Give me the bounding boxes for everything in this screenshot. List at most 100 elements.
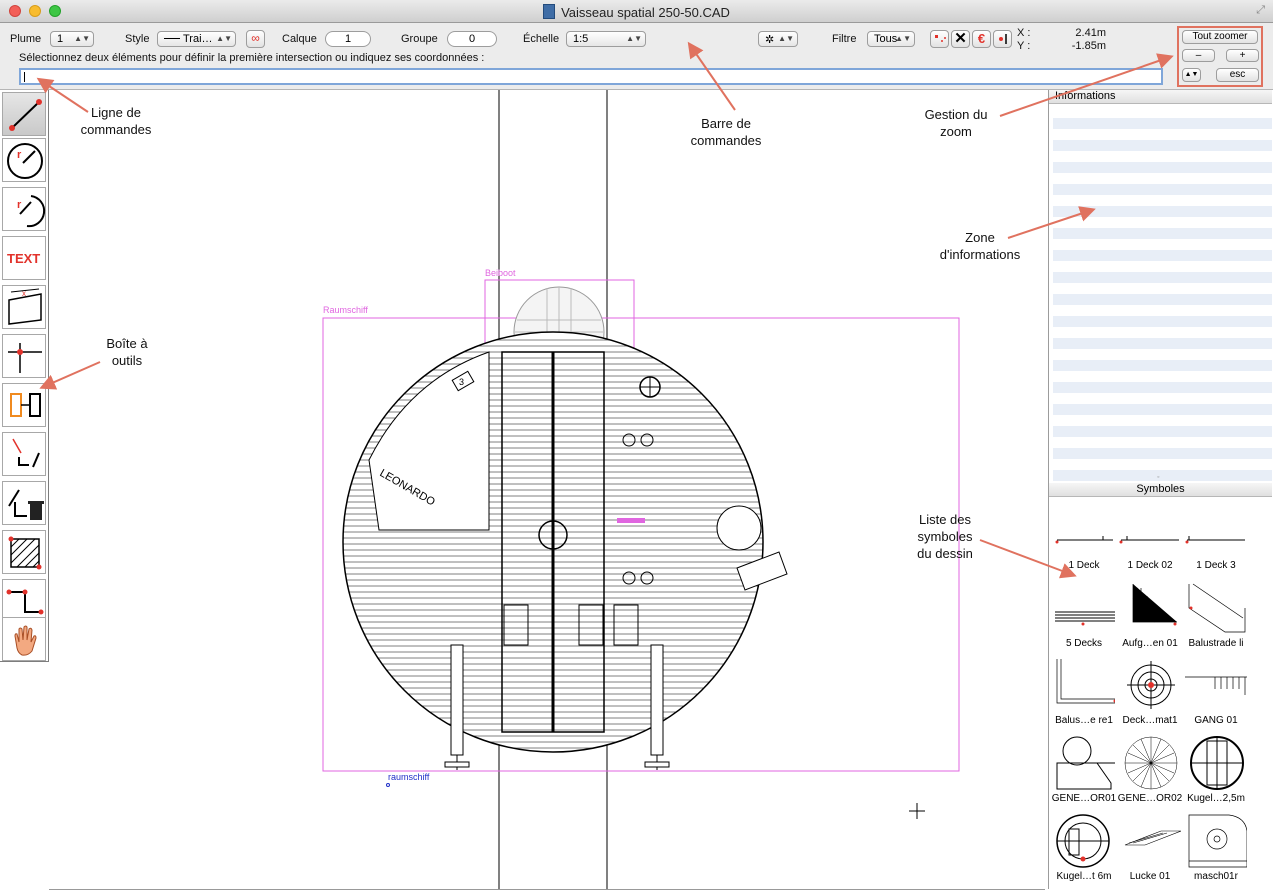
splitter-handle[interactable]: ◦ <box>1157 474 1160 481</box>
symbol-item[interactable]: Deck…mat1 <box>1119 655 1181 731</box>
symbol-item[interactable]: Kugel…t 6m <box>1053 811 1115 887</box>
arc-tool[interactable]: r <box>2 187 46 231</box>
info-row <box>1053 404 1272 415</box>
zoom-in-button[interactable]: + <box>1226 49 1259 62</box>
pen-value: 1 <box>57 33 64 45</box>
perpendicular-tool[interactable] <box>2 334 46 378</box>
symbol-label: Aufg…en 01 <box>1122 638 1178 649</box>
snap-intersection-button[interactable]: ✕ <box>951 30 970 48</box>
symbol-preview <box>1188 583 1246 633</box>
circle-tool[interactable]: r <box>2 138 46 182</box>
document-icon <box>543 4 556 19</box>
group-label: Groupe <box>401 33 438 45</box>
info-row <box>1053 228 1272 239</box>
scale-select[interactable]: 1:5▲▼ <box>566 31 646 47</box>
symbol-item[interactable]: Kugel…2,5m <box>1185 733 1247 809</box>
zoom-window-button[interactable] <box>49 5 61 17</box>
hatch-tool[interactable] <box>2 530 46 574</box>
style-select[interactable]: Trai…▲▼ <box>157 31 236 47</box>
dimension-tool[interactable]: x <box>2 285 46 329</box>
symbol-item[interactable]: 5 Decks <box>1053 578 1115 654</box>
minimize-window-button[interactable] <box>29 5 41 17</box>
zoom-escape-button[interactable]: esc <box>1216 68 1259 82</box>
text-tool-icon: TEXT <box>7 251 40 266</box>
symbol-preview <box>1124 830 1181 846</box>
style-value: Trai… <box>183 33 213 45</box>
line-tool[interactable] <box>2 92 46 136</box>
symbol-item[interactable]: masch01r <box>1185 811 1247 887</box>
x-coord-value: 2.41m <box>1075 27 1106 39</box>
symbol-item[interactable]: Balus…e re1 <box>1053 655 1115 731</box>
symbol-preview <box>1127 661 1175 709</box>
filter-value: Tous <box>874 33 898 45</box>
gear-icon: ✲ <box>765 34 775 46</box>
symbol-item[interactable]: Aufg…en 01 <box>1119 578 1181 654</box>
info-row <box>1053 140 1272 151</box>
line-style-icon <box>164 38 180 39</box>
pen-label: Plume <box>10 33 42 45</box>
symbol-preview <box>1056 659 1115 704</box>
scale-label: Échelle <box>523 33 560 45</box>
filter-select[interactable]: Tous▲▼ <box>867 31 915 47</box>
zoom-all-button[interactable]: Tout zoomer <box>1182 30 1258 44</box>
symbol-item[interactable]: GENE…OR02 <box>1118 733 1182 809</box>
pen-select[interactable]: 1 ▲▼ <box>50 31 94 47</box>
symbol-item[interactable]: GANG 01 <box>1185 655 1247 731</box>
symbol-preview <box>1190 736 1244 790</box>
info-row <box>1053 382 1272 393</box>
text-tool[interactable]: TEXT <box>2 236 46 280</box>
snap-perpendicular-button[interactable] <box>993 30 1012 48</box>
infinity-icon: ∞ <box>251 31 260 45</box>
zoom-stepper[interactable]: ▲▼ <box>1182 68 1201 82</box>
symbol-item[interactable]: Balustrade li <box>1185 578 1247 654</box>
y-coord-label: Y : <box>1017 40 1031 52</box>
symbol-preview <box>1124 736 1178 790</box>
edit-tool[interactable] <box>2 432 46 476</box>
perpendicular-tool-icon <box>8 343 42 373</box>
spaceship-hull[interactable]: LEONARDO 3 <box>342 331 764 753</box>
copy-tool[interactable] <box>2 383 46 427</box>
symbol-item[interactable]: 1 Deck 3 <box>1185 500 1247 576</box>
stepper-icon: ▲▼ <box>74 34 90 43</box>
polyline-icon <box>6 589 44 615</box>
landing-legs[interactable] <box>444 644 670 770</box>
raumschiff-label: Raumschiff <box>323 305 368 315</box>
group-field[interactable]: 0 <box>447 31 497 47</box>
symbol-item[interactable]: 1 Deck <box>1053 500 1115 576</box>
filter-label: Filtre <box>832 33 857 45</box>
zoom-out-button[interactable]: – <box>1182 49 1215 62</box>
polyline-tool[interactable] <box>2 579 46 623</box>
symbol-label: Kugel…t 6m <box>1056 871 1112 882</box>
info-row <box>1053 338 1272 349</box>
info-row <box>1053 272 1272 283</box>
side-tube[interactable] <box>736 551 788 591</box>
delete-tool[interactable] <box>2 481 46 525</box>
snap-points-button[interactable] <box>930 30 949 48</box>
layer-field[interactable]: 1 <box>325 31 371 47</box>
symbol-item[interactable]: GENE…OR01 <box>1052 733 1116 809</box>
dimension-tool-icon: x <box>8 288 42 325</box>
settings-select[interactable]: ✲▲▼ <box>758 31 798 47</box>
svg-text:x: x <box>22 289 26 298</box>
side-pod[interactable] <box>716 505 762 551</box>
trash-icon <box>8 489 44 520</box>
stepper-icon: ▲▼ <box>895 34 911 43</box>
pan-tool[interactable] <box>2 617 46 661</box>
symbol-label: Balus…e re1 <box>1055 715 1113 726</box>
y-coord-value: -1.85m <box>1071 40 1106 52</box>
symbol-label: Balustrade li <box>1188 638 1244 649</box>
infinite-line-button[interactable]: ∞ <box>246 30 265 48</box>
snap-center-button[interactable]: € <box>972 30 991 48</box>
drawing-canvas[interactable]: LEONARDO 3 Beiboot Raumschiff raumschiff <box>49 90 1045 890</box>
symbol-item[interactable]: 1 Deck 02 <box>1119 500 1181 576</box>
toolbox: r r TEXT x <box>0 90 49 662</box>
command-prompt: Sélectionnez deux éléments pour définir … <box>19 52 485 64</box>
close-window-button[interactable] <box>9 5 21 17</box>
raumschiff-group-frame[interactable] <box>322 317 960 772</box>
fullscreen-icon[interactable]: ⤢ <box>1256 4 1265 16</box>
symbol-item[interactable]: Lucke 01 <box>1119 811 1181 887</box>
command-line-input[interactable] <box>19 68 1163 85</box>
